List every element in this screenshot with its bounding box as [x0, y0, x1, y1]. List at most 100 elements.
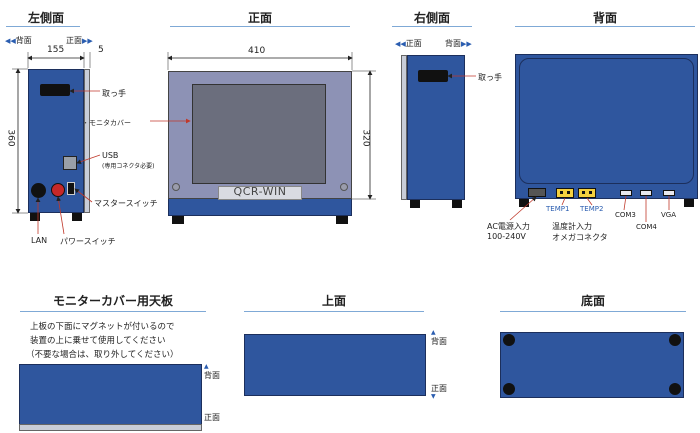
bottom-view: [0, 0, 684, 398]
front-bolt: [172, 183, 180, 191]
ac-power-inlet: [528, 188, 546, 197]
title-underline: [515, 26, 695, 27]
right-foot: [452, 200, 462, 208]
direction-front-label: 正面: [204, 413, 220, 422]
master-switch-label: マスタースイッチ: [94, 199, 158, 208]
bottom-foot: [503, 334, 515, 346]
front-bolt: [340, 183, 348, 191]
ac-power-label: AC電源入力: [487, 222, 530, 231]
leader-line: [623, 195, 627, 211]
direction-front-label: ◀◀正面: [395, 39, 422, 48]
cover-plate-edge: [19, 424, 202, 431]
leader-line: [586, 197, 593, 206]
title-underline: [170, 26, 350, 27]
com4-port: [640, 190, 652, 196]
vga-port: [663, 190, 675, 196]
right-side-view: ◀◀正面 背面▶▶ 取っ手: [0, 0, 502, 208]
right-side-cover-strip: [401, 55, 407, 200]
arrow-left-icon: ◀◀: [395, 40, 406, 48]
title-underline: [6, 26, 80, 27]
direction-back-label: ▲ 背面: [204, 363, 220, 381]
leader-line: [74, 188, 93, 203]
arrow-right-icon: ▶▶: [82, 37, 93, 45]
cover-plate-view: 上板の下面にマグネットが付いるので 装置の上に乗せて使用してください （不要な場…: [0, 0, 220, 431]
temp1-label: TEMP1: [546, 205, 570, 213]
back-foot: [684, 199, 694, 207]
temp2-connector: [578, 188, 596, 198]
title-underline: [500, 311, 686, 312]
arrow-up-icon: ▲: [204, 363, 209, 370]
cover-note-line: 上板の下面にマグネットが付いるので: [30, 322, 175, 332]
handle-label: 取っ手: [478, 73, 502, 82]
front-foot: [336, 216, 348, 224]
temp2-pins: [582, 191, 592, 194]
arrow-right-icon: ▶▶: [461, 40, 472, 48]
handle-label: 取っ手: [102, 89, 126, 98]
usb-note-label: (専用コネクタ必要): [102, 163, 155, 170]
arrow-down-icon: ▼: [431, 393, 436, 400]
leader-line: [76, 154, 101, 164]
right-foot: [410, 200, 420, 208]
back-panel: [519, 58, 694, 184]
dimension-width: 410: [248, 46, 266, 56]
front-badge: [218, 186, 302, 200]
com4-label: COM4: [636, 223, 657, 231]
direction-front-label: 正面 ▼: [431, 384, 447, 400]
top-view: ▲ 背面 正面 ▼: [0, 0, 447, 400]
ac-voltage-label: 100-240V: [487, 232, 526, 241]
bottom-foot: [503, 383, 515, 395]
leader-line: [561, 197, 566, 206]
left-side-cover-strip: [84, 69, 90, 213]
back-view: TEMP1 TEMP2 COM3 COM4 VGA AC電源入力 100-240…: [0, 0, 698, 242]
title-back: 背面: [592, 11, 617, 25]
temp1-connector: [556, 188, 574, 198]
bottom-foot: [669, 334, 681, 346]
leader-line: [56, 196, 65, 235]
direction-back-label: 背面▶▶: [445, 39, 472, 48]
lan-port: [31, 183, 46, 198]
left-handle: [40, 84, 70, 96]
screen-badge-text: QCR-WIN: [233, 185, 287, 198]
bottom-foot: [669, 383, 681, 395]
com3-port: [620, 190, 632, 196]
cover-note-line: （不要な場合は、取り外してください）: [26, 350, 179, 360]
lan-label: LAN: [31, 236, 48, 245]
cover-plate: [19, 364, 202, 426]
front-screen: [192, 84, 326, 184]
leader-line: [509, 196, 537, 221]
monitor-cover-label: ・モニタカバー: [82, 119, 131, 127]
front-view: 410 320 QCR-WIN: [0, 0, 371, 224]
left-foot: [72, 213, 82, 221]
arrow-up-icon: ▲: [431, 329, 436, 336]
title-underline: [392, 26, 472, 27]
title-underline: [244, 311, 424, 312]
master-switch: [67, 182, 75, 195]
dimension-cover-thickness: 5: [98, 45, 104, 55]
direction-back-label: ▲ 背面: [431, 329, 447, 347]
direction-front-label: 正面▶▶: [66, 36, 93, 45]
arrow-left-icon: ◀◀: [5, 37, 16, 45]
title-front: 正面: [247, 11, 272, 25]
omega-connector-label: オメガコネクタ: [552, 233, 608, 242]
left-foot: [30, 213, 40, 221]
back-foot: [519, 199, 529, 207]
title-right-side: 右側面: [413, 11, 450, 25]
vga-label: VGA: [661, 211, 677, 219]
front-foot: [172, 216, 184, 224]
thermo-input-label: 温度計入力: [552, 222, 592, 231]
power-switch-label: パワースイッチ: [60, 237, 116, 246]
bottom-plate: [500, 332, 684, 398]
dotted-leader-icon: ・: [82, 119, 89, 127]
top-plate: [244, 334, 426, 396]
cover-note-line: 装置の上に乗せて使用してください: [30, 336, 166, 346]
title-top: 上面: [321, 294, 346, 308]
title-left-side: 左側面: [27, 11, 64, 25]
title-bottom: 底面: [580, 294, 605, 308]
title-cover: モニターカバー用天板: [52, 294, 173, 308]
temp2-label: TEMP2: [580, 205, 604, 213]
usb-label: USB: [102, 151, 119, 160]
title-underline: [20, 311, 206, 312]
com3-label: COM3: [615, 211, 636, 219]
right-handle: [418, 70, 448, 82]
